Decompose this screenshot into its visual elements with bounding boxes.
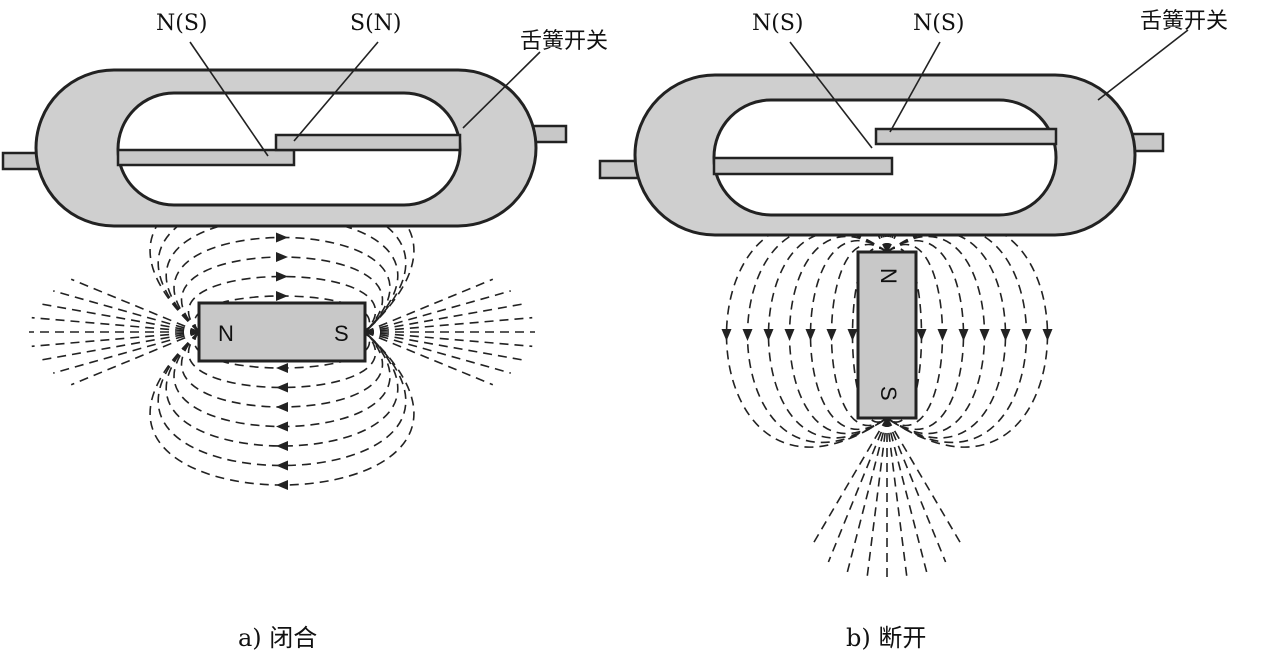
field-arrow-b — [958, 329, 969, 341]
field-arrow-b — [784, 329, 795, 341]
field-arrow-a — [276, 271, 288, 282]
field-line-b-ray — [886, 417, 928, 574]
panel-b-pole-label-right: N(S) — [913, 11, 965, 36]
panel-a-leader-left — [189, 41, 269, 157]
field-line-b-ray — [886, 417, 909, 581]
field-line-a-ray — [70, 331, 200, 386]
field-line-a-lower — [187, 331, 377, 389]
panel-a-leader-device — [462, 51, 541, 129]
field-line-a-ray — [364, 331, 525, 361]
field-line-a-ray — [364, 316, 533, 333]
panel-a-bar-magnet — [197, 301, 367, 363]
panel-a-magnet-n-pole: N — [218, 321, 234, 346]
field-line-a-ray — [364, 303, 525, 333]
field-arrow-b — [847, 329, 858, 341]
field-line-a-ray — [364, 290, 512, 333]
panel-a-pole-label-left: N(S) — [156, 11, 208, 36]
panel-b-leader-right — [889, 41, 941, 133]
panel-b-reed-switch — [598, 73, 1165, 237]
field-line-a-ray — [364, 278, 494, 333]
field-arrow-a — [276, 402, 288, 412]
panel-b-caption: b) 断开 — [846, 624, 926, 652]
field-arrow-b — [916, 329, 927, 341]
field-line-b-ray — [810, 417, 888, 547]
field-line-b-left — [725, 222, 888, 448]
field-arrow-a — [276, 480, 288, 490]
field-arrow-b — [742, 329, 753, 341]
panel-a-right-reed — [274, 133, 462, 152]
panel-a-caption: a) 闭合 — [238, 624, 317, 652]
field-line-a-ray — [364, 331, 533, 348]
field-arrow-a — [276, 441, 288, 451]
panel-b-magnet-n-pole: N — [876, 268, 901, 284]
field-arrow-b — [1021, 329, 1032, 341]
panel-a-magnet-s-pole: S — [334, 321, 349, 346]
panel-a-pole-label-right: S(N) — [350, 11, 402, 36]
field-arrow-b — [1042, 329, 1053, 341]
field-arrow-b — [805, 329, 816, 341]
field-line-a-lower — [165, 331, 399, 447]
panel-a-field-lines — [29, 174, 535, 490]
panel-a: N S N(S) S(N) 舌簧开关 a) 闭合 — [1, 11, 608, 652]
field-arrow-b — [979, 329, 990, 341]
field-line-b-ray — [846, 417, 888, 574]
panel-b-pole-label-left: N(S) — [752, 11, 804, 36]
field-arrow-b — [721, 329, 732, 341]
field-line-a-lower — [157, 331, 407, 467]
field-line-a-ray — [364, 331, 494, 386]
field-arrow-b — [763, 329, 774, 341]
panel-a-device-label: 舌簧开关 — [520, 29, 608, 54]
panel-a-magnet: N S — [197, 301, 367, 363]
field-arrow-a — [276, 252, 288, 262]
panel-b-magnet: N S — [856, 250, 918, 420]
field-line-a-ray — [39, 331, 200, 361]
field-line-a-upper — [157, 197, 407, 333]
field-line-b-ray — [886, 417, 947, 563]
panel-a-left-reed — [116, 148, 296, 167]
panel-b-device-label: 舌簧开关 — [1140, 9, 1228, 34]
field-arrow-b — [937, 329, 948, 341]
field-line-b-ray — [886, 417, 964, 547]
field-arrow-a — [276, 460, 288, 471]
panel-b-leader-left — [789, 41, 873, 149]
field-line-a-upper — [187, 275, 377, 333]
panel-b-right-reed — [874, 127, 1058, 146]
panel-a-leader-right — [293, 41, 379, 142]
field-line-a-upper — [165, 217, 399, 333]
field-line-a-ray — [52, 331, 200, 374]
field-line-a-ray — [70, 278, 200, 333]
field-arrow-b — [826, 329, 837, 341]
field-arrow-a — [276, 421, 288, 432]
field-arrow-a — [276, 363, 288, 373]
field-arrow-a — [276, 291, 288, 301]
field-line-a-ray — [31, 331, 200, 348]
panel-b-magnet-s-pole: S — [876, 386, 901, 401]
panel-a-reed-switch — [1, 68, 568, 228]
panel-b-left-reed — [712, 156, 894, 176]
panel-b: N S N(S) N(S) 舌簧开关 b) 断开 — [598, 9, 1228, 652]
panel-b-leader-device — [1097, 29, 1189, 101]
field-line-b-ray — [827, 417, 888, 563]
field-line-a-ray — [39, 303, 200, 333]
field-arrow-a — [276, 382, 288, 393]
field-arrow-a — [276, 232, 288, 243]
field-line-a-ray — [52, 290, 200, 333]
field-arrow-b — [1000, 329, 1011, 341]
field-line-a-ray — [364, 331, 512, 374]
field-line-a-ray — [31, 316, 200, 333]
field-line-b-ray — [865, 417, 888, 581]
panel-b-bar-magnet — [856, 250, 918, 420]
field-line-b-right — [886, 222, 1049, 448]
